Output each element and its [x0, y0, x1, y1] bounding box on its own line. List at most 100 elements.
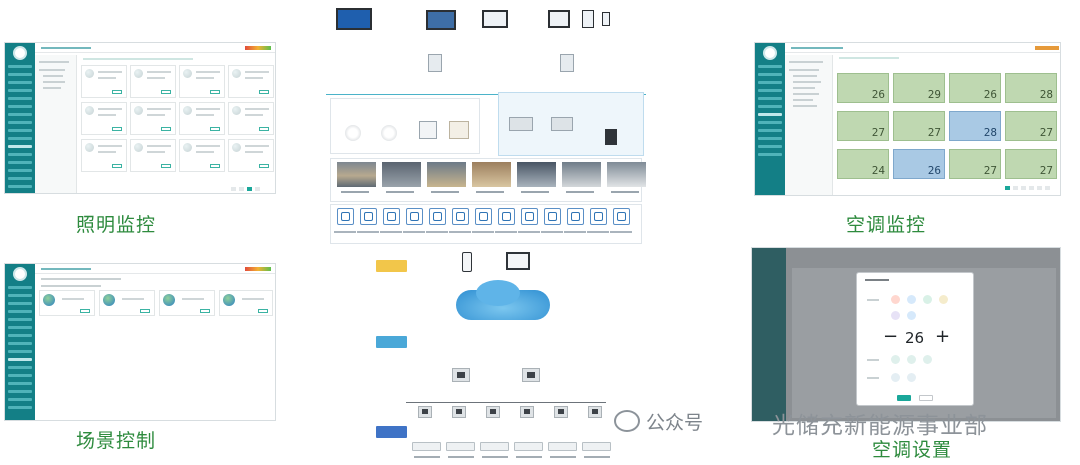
- ac-unit[interactable]: 27: [893, 111, 945, 141]
- architecture-diagram: [326, 6, 646, 460]
- ac-unit[interactable]: 26: [837, 73, 889, 103]
- cancel-button[interactable]: [919, 395, 933, 401]
- sidebar-item[interactable]: [758, 153, 782, 156]
- sidebar-item[interactable]: [758, 121, 782, 124]
- monitor-icon: [426, 10, 456, 30]
- ac-unit[interactable]: 27: [949, 149, 1001, 179]
- sidebar-item-lighting[interactable]: [8, 145, 32, 148]
- sidebar-item[interactable]: [758, 137, 782, 140]
- sidebar-item[interactable]: [758, 145, 782, 148]
- ac-unit[interactable]: 27: [837, 111, 889, 141]
- sidebar-item[interactable]: [8, 113, 32, 116]
- fan-option[interactable]: [907, 355, 916, 364]
- sidebar-item[interactable]: [8, 73, 32, 76]
- sidebar-item[interactable]: [758, 65, 782, 68]
- lighting-device-tree: [35, 55, 77, 193]
- fan-option[interactable]: [923, 355, 932, 364]
- sidebar-item[interactable]: [8, 89, 32, 92]
- ac-temp: 26: [871, 88, 885, 101]
- aircon-unit-icon: [446, 442, 475, 451]
- sidebar-item[interactable]: [8, 406, 32, 409]
- ac-unit[interactable]: 27: [1005, 111, 1057, 141]
- sidebar-item[interactable]: [8, 318, 32, 321]
- sidebar-item[interactable]: [8, 302, 32, 305]
- aircon-unit-icon: [582, 442, 611, 451]
- sidebar-item[interactable]: [8, 382, 32, 385]
- ac-unit-active[interactable]: 28: [949, 111, 1001, 141]
- sidebar-item[interactable]: [758, 89, 782, 92]
- sidebar-item[interactable]: [8, 105, 32, 108]
- sidebar-item[interactable]: [8, 366, 32, 369]
- sidebar-item[interactable]: [8, 350, 32, 353]
- gateway-icon: [522, 368, 540, 382]
- sidebar-item[interactable]: [8, 294, 32, 297]
- sidebar-item[interactable]: [8, 161, 32, 164]
- ac-topbar: [785, 43, 1060, 53]
- sidebar-item[interactable]: [8, 342, 32, 345]
- aircon-unit-icon: [412, 442, 441, 451]
- server-stack: [560, 54, 574, 72]
- ac-sidebar: [755, 43, 785, 195]
- sidebar-item[interactable]: [8, 390, 32, 393]
- ac-unit[interactable]: 27: [1005, 149, 1057, 179]
- sidebar-item[interactable]: [8, 137, 32, 140]
- sidebar-item[interactable]: [758, 105, 782, 108]
- swing-option[interactable]: [891, 373, 900, 382]
- space-photos: [330, 158, 646, 202]
- aircon-unit-icon: [548, 442, 577, 451]
- ac-temp: 26: [983, 88, 997, 101]
- sidebar-item[interactable]: [8, 326, 32, 329]
- aircon-unit-icon: [480, 442, 509, 451]
- ac-temp: 27: [871, 126, 885, 139]
- ac-unit[interactable]: 26: [949, 73, 1001, 103]
- mode-label: [867, 299, 879, 301]
- header-badges: [1035, 46, 1059, 50]
- temp-decrease-button[interactable]: −: [883, 326, 899, 347]
- sidebar-item[interactable]: [8, 374, 32, 377]
- watermark-org: 光储充新能源事业部: [772, 413, 988, 439]
- sidebar-item[interactable]: [8, 310, 32, 313]
- ac-device-tree: [785, 55, 833, 195]
- sidebar-item[interactable]: [8, 169, 32, 172]
- sidebar-item-scene[interactable]: [8, 358, 32, 361]
- sidebar-item[interactable]: [758, 81, 782, 84]
- sidebar-item[interactable]: [8, 121, 32, 124]
- layer-app: [376, 260, 407, 272]
- sidebar-item[interactable]: [758, 73, 782, 76]
- sidebar-item[interactable]: [8, 177, 32, 180]
- sidebar-item[interactable]: [758, 129, 782, 132]
- mode-option[interactable]: [891, 295, 900, 304]
- mode-option[interactable]: [923, 295, 932, 304]
- monitor-icon: [548, 10, 570, 28]
- mode-option[interactable]: [907, 295, 916, 304]
- sidebar-item[interactable]: [8, 185, 32, 188]
- sidebar-item[interactable]: [758, 97, 782, 100]
- ac-unit[interactable]: 29: [893, 73, 945, 103]
- sidebar-item[interactable]: [8, 153, 32, 156]
- sidebar-item[interactable]: [8, 286, 32, 289]
- sidebar-item[interactable]: [8, 129, 32, 132]
- sidebar-item[interactable]: [8, 334, 32, 337]
- ac-unit[interactable]: 24: [837, 149, 889, 179]
- network-line: [326, 94, 646, 95]
- header-badges: [245, 267, 271, 271]
- sidebar-item[interactable]: [8, 65, 32, 68]
- ac-unit-active[interactable]: 26: [893, 149, 945, 179]
- sidebar-item[interactable]: [8, 81, 32, 84]
- mode-option[interactable]: [891, 311, 900, 320]
- function-icons: [330, 204, 642, 244]
- mode-option[interactable]: [939, 295, 948, 304]
- confirm-button[interactable]: [897, 395, 911, 401]
- mode-option[interactable]: [907, 311, 916, 320]
- ac-monitor-screenshot: 26 29 26 28 27 27 28 27 24 26 27 27: [754, 42, 1061, 196]
- server-stack: [428, 54, 442, 72]
- fan-option[interactable]: [891, 355, 900, 364]
- temp-increase-button[interactable]: +: [935, 326, 951, 347]
- ac-temp: 28: [983, 126, 997, 139]
- swing-option[interactable]: [907, 373, 916, 382]
- sidebar-item[interactable]: [8, 398, 32, 401]
- ac-unit[interactable]: 28: [1005, 73, 1057, 103]
- sidebar-item[interactable]: [8, 97, 32, 100]
- sidebar-item-ac[interactable]: [758, 113, 782, 116]
- app-title-bar: [41, 47, 91, 49]
